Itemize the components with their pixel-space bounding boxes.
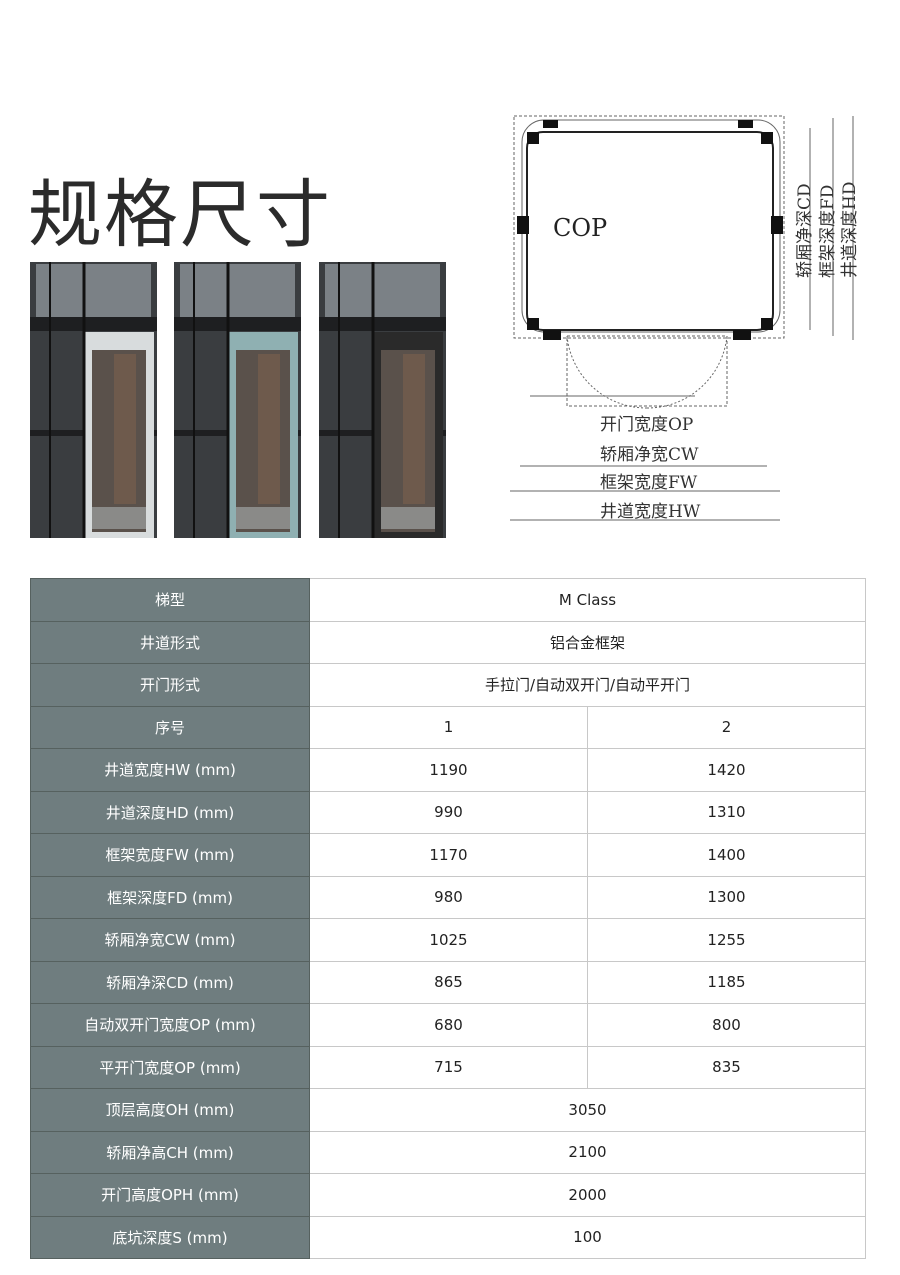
row-label: 井道深度HD (mm) (30, 790, 310, 834)
row-value: 100 (309, 1215, 866, 1259)
row-label: 梯型 (30, 578, 310, 622)
op-label: 开门宽度OP (600, 415, 693, 435)
cell: 1170 (309, 833, 588, 877)
cell: 800 (587, 1003, 866, 1047)
cell: 1420 (587, 748, 866, 792)
elevator-image-3 (319, 262, 446, 542)
table-row: 井道形式铝合金框架 (30, 620, 866, 664)
row-label: 框架宽度FW (mm) (30, 833, 310, 877)
page-title: 规格尺寸 (28, 171, 332, 258)
floor-plan-diagram: COP 开门宽度OP 轿厢净宽CW 框架宽度FW 井道宽度HW 轿厢净深CD 框… (510, 115, 860, 522)
cell: 1255 (587, 918, 866, 962)
cell: 990 (309, 790, 588, 834)
cell: 835 (587, 1045, 866, 1089)
table-row: 顶层高度OH (mm)3050 (30, 1088, 866, 1132)
cell: 1025 (309, 918, 588, 962)
row-label: 井道形式 (30, 620, 310, 664)
table-row: 轿厢净高CH (mm)2100 (30, 1130, 866, 1174)
row-value: 2100 (309, 1130, 866, 1174)
row-value: 铝合金框架 (309, 620, 866, 664)
cell: 1190 (309, 748, 588, 792)
row-label: 顶层高度OH (mm) (30, 1088, 310, 1132)
cell: 1185 (587, 960, 866, 1004)
row-label: 自动双开门宽度OP (mm) (30, 1003, 310, 1047)
cell: 1300 (587, 875, 866, 919)
row-label: 框架深度FD (mm) (30, 875, 310, 919)
cell: 715 (309, 1045, 588, 1089)
cell: 1310 (587, 790, 866, 834)
table-row: 底坑深度S (mm)100 (30, 1215, 866, 1259)
hd-label: 井道深度HD (840, 182, 860, 278)
cell: 680 (309, 1003, 588, 1047)
row-value: 3050 (309, 1088, 866, 1132)
fw-label: 框架宽度FW (600, 473, 698, 493)
cell: 1 (309, 705, 588, 749)
row-label: 平开门宽度OP (mm) (30, 1045, 310, 1089)
row-label: 底坑深度S (mm) (30, 1215, 310, 1259)
fd-label: 框架深度FD (818, 185, 838, 278)
elevator-image-2 (174, 262, 301, 542)
row-label: 轿厢净宽CW (mm) (30, 918, 310, 962)
cd-label: 轿厢净深CD (795, 183, 815, 278)
cw-label: 轿厢净宽CW (600, 445, 699, 465)
cop-label: COP (553, 214, 607, 242)
row-value: 手拉门/自动双开门/自动平开门 (309, 663, 866, 707)
row-label: 开门高度OPH (mm) (30, 1173, 310, 1217)
cell: 980 (309, 875, 588, 919)
row-label: 轿厢净高CH (mm) (30, 1130, 310, 1174)
cell: 1400 (587, 833, 866, 877)
row-value: 2000 (309, 1173, 866, 1217)
table-row: 开门形式手拉门/自动双开门/自动平开门 (30, 663, 866, 707)
hw-label: 井道宽度HW (600, 502, 701, 522)
row-value: M Class (309, 578, 866, 622)
cell: 2 (587, 705, 866, 749)
row-label: 轿厢净深CD (mm) (30, 960, 310, 1004)
row-label: 开门形式 (30, 663, 310, 707)
cell: 865 (309, 960, 588, 1004)
table-row: 开门高度OPH (mm)2000 (30, 1173, 866, 1217)
elevator-image-1 (30, 262, 157, 542)
row-label: 井道宽度HW (mm) (30, 748, 310, 792)
row-label: 序号 (30, 705, 310, 749)
